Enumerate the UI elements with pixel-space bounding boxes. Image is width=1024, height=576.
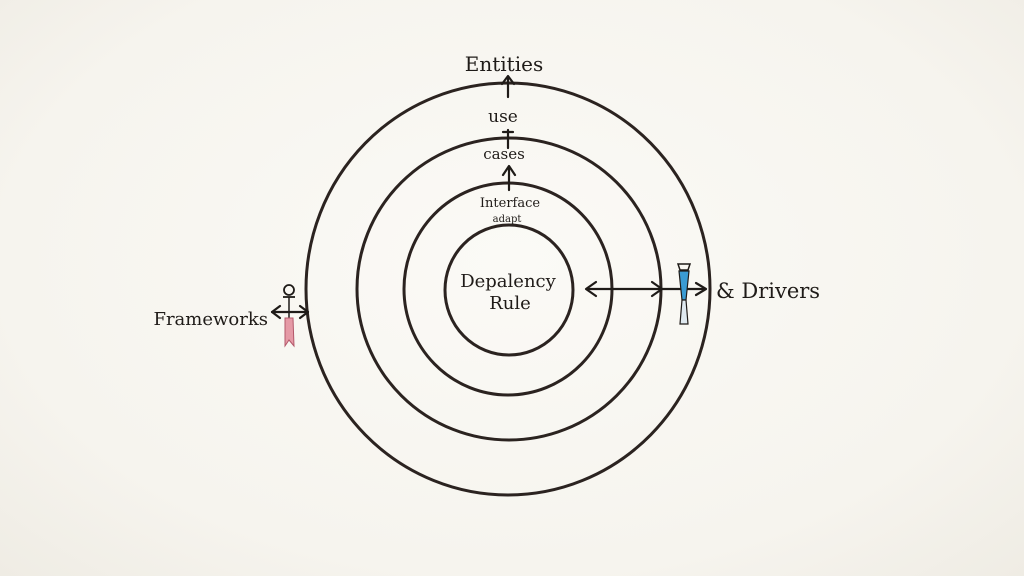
label-use: use	[488, 107, 518, 127]
label-rule-line1: Depalency	[460, 271, 556, 292]
label-adapt: adapt	[493, 214, 522, 225]
arrow-to-cases	[501, 164, 517, 192]
arrow-to-use	[501, 128, 515, 150]
blue-pin-figure-icon	[676, 263, 692, 325]
arrow-to-frameworks	[270, 304, 310, 320]
arrow-to-entities	[500, 74, 516, 99]
label-cases: cases	[483, 145, 525, 163]
label-rule-line2: Rule	[489, 293, 531, 314]
label-drivers: & Drivers	[716, 279, 820, 303]
label-interface: Interface	[480, 196, 540, 211]
inner-ring	[443, 223, 575, 357]
label-frameworks: Frameworks	[153, 309, 268, 330]
pink-pin-figure-icon	[283, 284, 295, 348]
label-entities: Entities	[465, 52, 543, 76]
